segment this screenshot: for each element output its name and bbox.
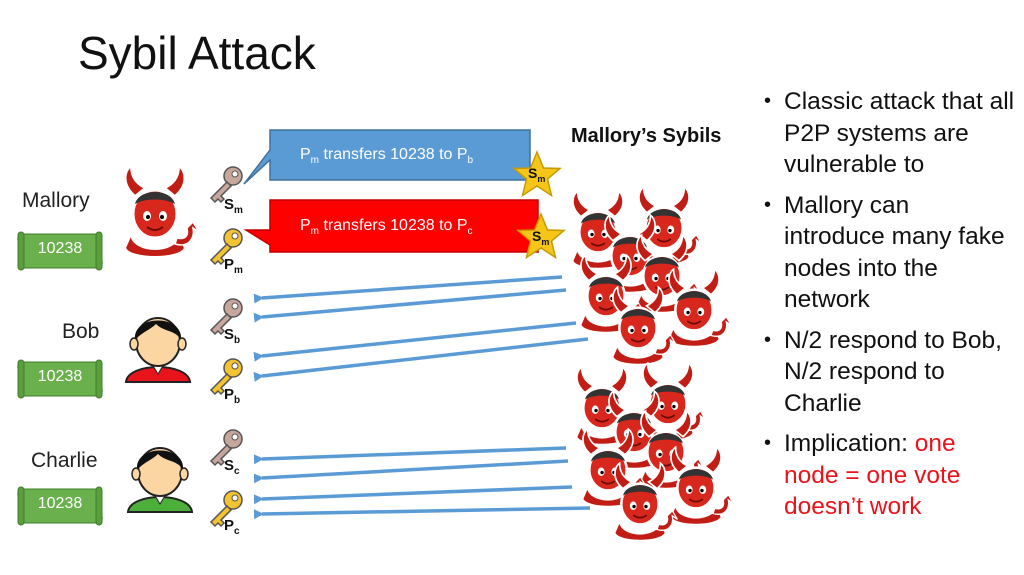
mallory-public-key-label: Pm [224,256,243,276]
sybil-devils-bottom [575,361,735,542]
charlie-person-icon [126,447,194,513]
mallory-balance: 10238 [37,240,83,257]
bullet-dot-icon: • [764,193,772,216]
bob-person-icon [124,317,192,383]
transaction-text-charlie: Pm transfers 10238 to Pc [300,217,473,238]
bullet-dot-icon: • [764,432,772,454]
sybil-devil-icon [669,445,735,526]
bullet-item: •Mallory can introduce many fake nodes i… [764,191,1005,314]
bob-secret-key-label: Sb [224,326,241,346]
mallory-devil-icon [123,164,201,259]
transaction-callout-bob [243,129,531,185]
sybil-devil-icon [667,267,733,348]
sybil-arrow [253,288,567,323]
sybil-arrow [253,275,563,304]
bullet-item: •Classic attack that all P2P systems are… [764,88,1015,178]
bullet-highlight: one node = one vote doesn’t work [784,430,961,520]
charlie-secret-key-label: Sc [224,457,240,477]
person-name-charlie: Charlie [31,449,98,472]
mallory-secret-key-label: Sm [224,196,243,216]
signature-label-bob: Sm [528,165,546,184]
person-name-mallory: Mallory [22,189,90,212]
bullet-list: •Classic attack that all P2P systems are… [760,86,1015,532]
bullet-dot-icon: • [764,328,772,351]
transaction-callout-charlie [243,199,539,253]
sybil-arrow [253,446,567,465]
sybil-arrow [253,506,591,520]
sybil-arrow [253,459,569,484]
sybils-label: Mallory’s Sybils [571,125,722,147]
bob-balance: 10238 [37,368,83,385]
bullet-dot-icon: • [764,90,772,112]
sybil-devils-top [571,185,733,366]
charlie-balance: 10238 [37,495,83,512]
sybil-arrow [253,337,589,382]
sybil-arrow [253,485,573,505]
bob-public-key-label: Pb [224,386,241,406]
charlie-public-key-label: Pc [224,517,240,537]
sybil-arrow [253,321,577,362]
signature-label-charlie: Sm [532,228,550,247]
slide-title: Sybil Attack [78,27,316,79]
bullet-item: •N/2 respond to Bob, N/2 respond to Char… [764,326,1002,417]
transaction-text-bob: Pm transfers 10238 to Pb [300,146,474,167]
person-name-bob: Bob [62,320,100,343]
bullet-item: •Implication: one node = one vote doesn’… [764,430,961,520]
